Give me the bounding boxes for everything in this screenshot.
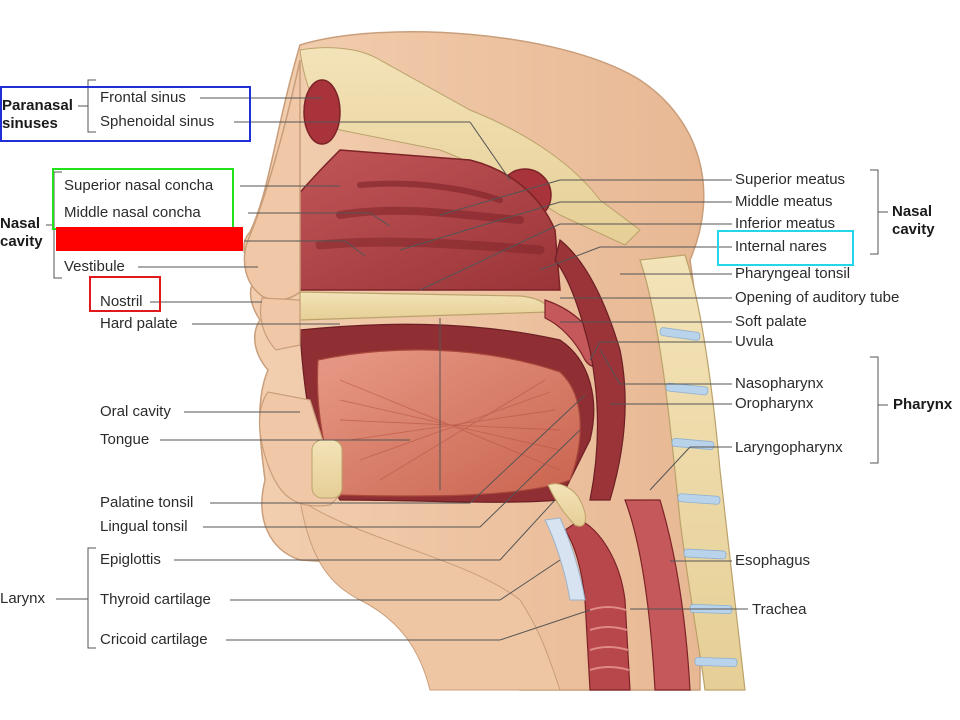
label-sphenoidal-sinus: Sphenoidal sinus bbox=[100, 113, 215, 130]
label-middle-meatus: Middle meatus bbox=[735, 193, 833, 210]
label-cricoid-cartilage: Cricoid cartilage bbox=[100, 631, 208, 648]
group-label-nasal-cavity-right: Nasal cavity bbox=[892, 203, 935, 238]
highlight-box-paranasal bbox=[0, 86, 251, 142]
neck-region bbox=[299, 498, 561, 691]
label-soft-palate: Soft palate bbox=[735, 313, 807, 330]
frontal-sinus-shape bbox=[303, 79, 341, 145]
intervertebral-discs bbox=[659, 327, 738, 668]
label-thyroid-cartilage: Thyroid cartilage bbox=[100, 591, 211, 608]
tracheal-rings bbox=[589, 606, 630, 671]
label-pharyngeal-tonsil: Pharyngeal tonsil bbox=[735, 265, 851, 282]
label-frontal-sinus: Frontal sinus bbox=[100, 89, 186, 106]
label-laryngopharynx: Laryngopharynx bbox=[735, 439, 843, 456]
label-oral-cavity: Oral cavity bbox=[100, 403, 171, 420]
label-internal-nares: Internal nares bbox=[735, 238, 827, 255]
highlight-box-internal-nares bbox=[717, 230, 854, 266]
esophagus-shape bbox=[624, 499, 691, 691]
group-label-nasal-cavity-left: Nasal cavity bbox=[0, 215, 43, 250]
group-label-larynx: Larynx bbox=[0, 590, 46, 607]
thyroid-cartilage-shape bbox=[544, 517, 586, 601]
label-superior-meatus: Superior meatus bbox=[735, 171, 846, 188]
label-hard-palate: Hard palate bbox=[100, 315, 178, 332]
epiglottis-shape bbox=[547, 483, 586, 527]
concha-middle bbox=[336, 206, 524, 224]
label-nostril: Nostril bbox=[100, 293, 143, 310]
label-inferior-meatus: Inferior meatus bbox=[735, 215, 836, 232]
label-esophagus: Esophagus bbox=[735, 552, 811, 569]
tongue-fibers bbox=[339, 379, 561, 481]
highlight-box-nostril bbox=[89, 276, 161, 312]
concha-superior bbox=[357, 180, 503, 203]
label-vestibule: Vestibule bbox=[64, 258, 125, 275]
redacted-label bbox=[56, 227, 243, 251]
highlight-box-nasal-conchae bbox=[52, 168, 234, 230]
label-superior-nasal-concha: Superior nasal concha bbox=[64, 177, 214, 194]
label-trachea: Trachea bbox=[752, 601, 807, 618]
label-uvula: Uvula bbox=[735, 333, 774, 350]
vertebral-column bbox=[639, 254, 746, 691]
group-label-paranasal-sinuses: Paranasal sinuses bbox=[2, 97, 73, 132]
group-label-pharynx: Pharynx bbox=[893, 396, 953, 413]
label-tongue: Tongue bbox=[100, 431, 150, 448]
label-middle-nasal-concha: Middle nasal concha bbox=[64, 204, 201, 221]
concha-inferior bbox=[315, 237, 545, 255]
pharynx-shape bbox=[554, 238, 626, 501]
label-epiglottis: Epiglottis bbox=[100, 551, 161, 568]
label-opening-auditory-tube: Opening of auditory tube bbox=[735, 289, 900, 306]
label-nasopharynx: Nasopharynx bbox=[735, 375, 824, 392]
label-lingual-tonsil: Lingual tonsil bbox=[100, 518, 188, 535]
label-oropharynx: Oropharynx bbox=[735, 395, 814, 412]
label-palatine-tonsil: Palatine tonsil bbox=[100, 494, 194, 511]
